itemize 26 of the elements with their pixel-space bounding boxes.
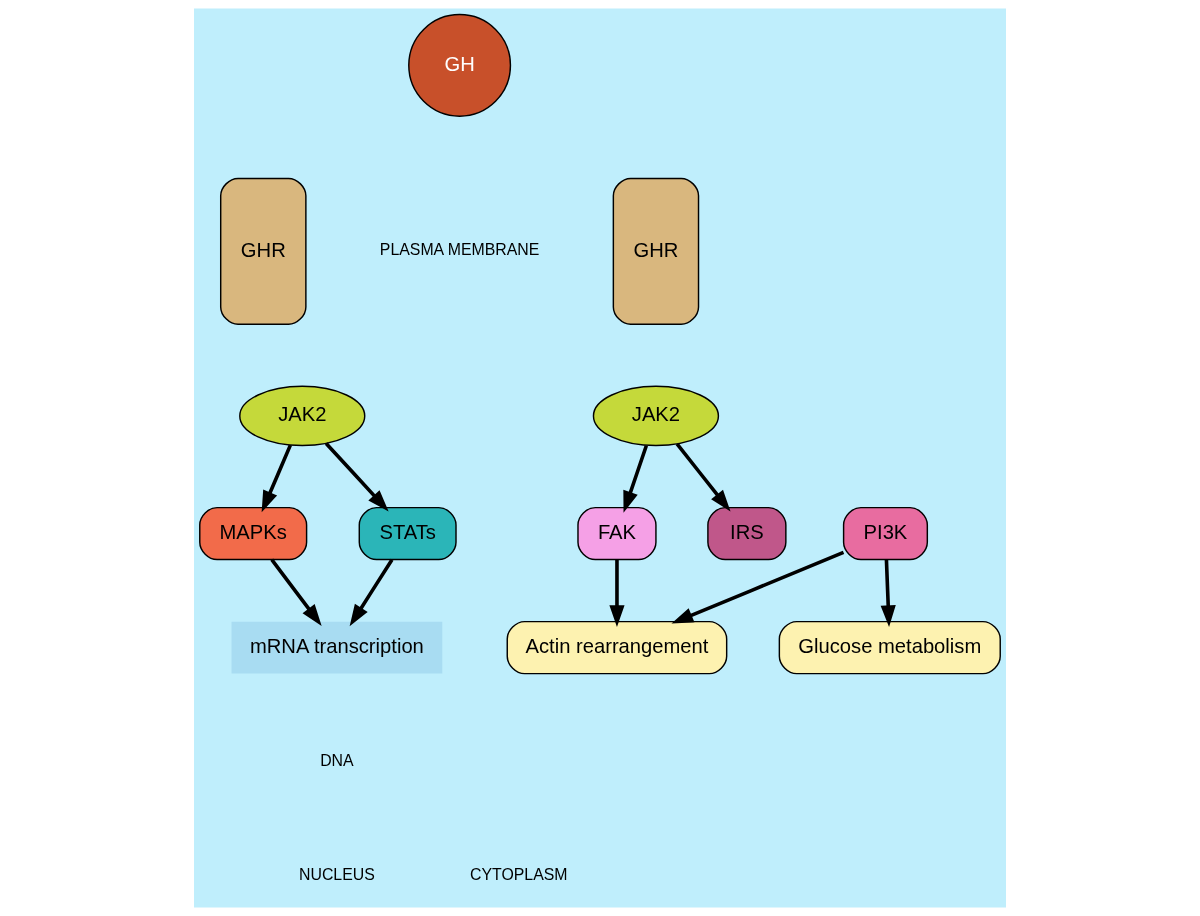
node-ellipse: JAK2: [239, 385, 366, 447]
node-box: IRS: [707, 506, 787, 561]
node-box: STATs: [358, 506, 457, 561]
node-box: mRNA transcription: [231, 621, 443, 674]
node-box: GHR: [220, 177, 307, 325]
node-box: GHR: [612, 177, 700, 325]
arrow: [671, 550, 845, 624]
arrow: [270, 558, 322, 626]
arrow: [623, 445, 648, 513]
arrow: [349, 558, 394, 627]
label: PLASMA MEMBRANE: [379, 241, 540, 259]
arrow: [609, 559, 625, 628]
arrow: [324, 442, 389, 512]
label: NUCLEUS: [299, 865, 375, 883]
node-box: PI3K: [842, 506, 929, 561]
node-box: FAK: [577, 506, 657, 561]
node-box: MAPKs: [199, 506, 308, 561]
node-ellipse: JAK2: [592, 385, 720, 447]
label: DNA: [320, 751, 354, 769]
node-circle: GH: [408, 13, 512, 117]
node-box: Actin rearrangement: [506, 620, 728, 675]
node-box: Glucose metabolism: [778, 620, 1001, 675]
arrow: [675, 442, 731, 512]
arrow: [880, 559, 896, 628]
label: CYTOPLASM: [470, 865, 568, 883]
arrow: [261, 444, 293, 513]
